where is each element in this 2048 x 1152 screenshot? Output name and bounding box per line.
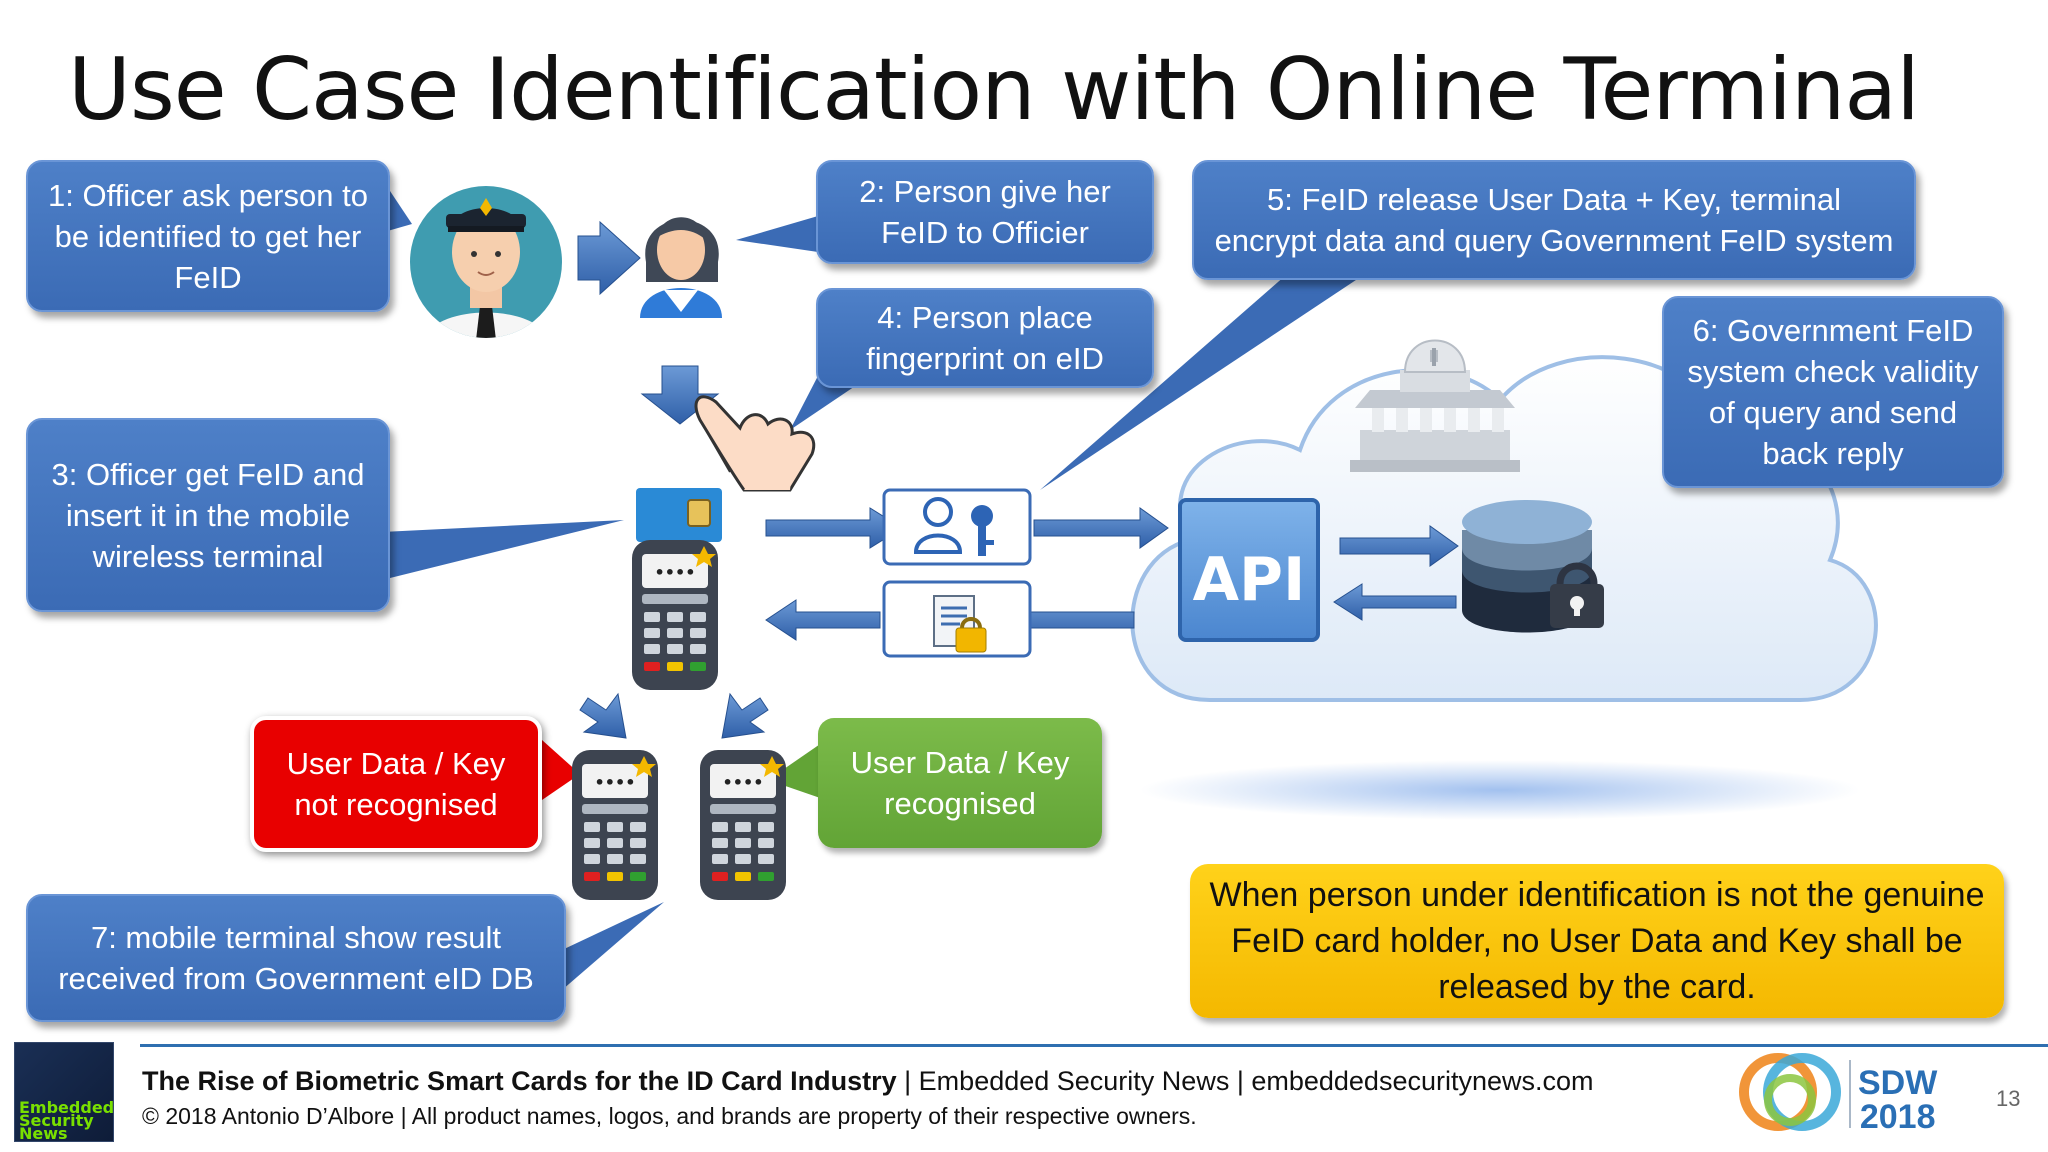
result-fail-callout: User Data / Key not recognised (250, 716, 542, 852)
result-ok-text: User Data / Key recognised (850, 745, 1070, 821)
footer-divider (140, 1044, 2048, 1047)
step4-callout: 4: Person place fingerprint on eID (816, 288, 1154, 388)
officer-icon (410, 186, 562, 338)
arrow-officer-to-person (577, 220, 641, 296)
arrow-to-ok-terminal (721, 692, 769, 739)
step6-text: 6: Government FeID system check validity… (1687, 313, 1979, 471)
tail-fail (542, 740, 580, 800)
arrow-document-to-terminal (765, 599, 881, 641)
tail-step7 (562, 902, 664, 990)
flow-arrows (577, 220, 1459, 739)
sdw-logo-icon (1739, 1053, 1851, 1131)
footer-title-bold: The Rise of Biometric Smart Cards for th… (142, 1066, 897, 1096)
step2-callout: 2: Person give her FeID to Officier (816, 160, 1154, 264)
footer-title: The Rise of Biometric Smart Cards for th… (142, 1066, 1594, 1097)
embedded-security-news-logo: Embedded Security News (14, 1042, 114, 1142)
tail-step1 (384, 182, 412, 232)
api-label: API (1193, 545, 1306, 615)
footer-title-rest: | Embedded Security News | embeddedsecur… (896, 1066, 1594, 1096)
page-number: 13 (1996, 1086, 2021, 1111)
arrow-userkey-to-api (1033, 507, 1169, 549)
step5-text: 5: FeID release User Data + Key, termina… (1214, 182, 1894, 258)
tail-step2 (736, 216, 818, 252)
step3-callout: 3: Officer get FeID and insert it in the… (26, 418, 390, 612)
document-box (882, 580, 1032, 658)
logo-line1: Embedded (19, 1098, 114, 1117)
user-key-icon (913, 497, 994, 556)
result-ok-callout: User Data / Key recognised (818, 718, 1102, 848)
encrypted-document-icon (933, 595, 987, 653)
user-key-box (882, 488, 1032, 566)
sdw-line2: 2018 (1859, 1098, 1936, 1136)
footer-copyright: © 2018 Antonio D’Albore | All product na… (142, 1103, 1197, 1129)
government-building-icon (1350, 339, 1520, 472)
step7-text: 7: mobile terminal show result received … (58, 920, 534, 996)
terminal-main (632, 488, 722, 690)
terminal-fail (572, 750, 658, 900)
person-icon (640, 217, 722, 318)
page-title: Use Case Identification with Online Term… (68, 40, 1920, 140)
step5-callout: 5: FeID release User Data + Key, termina… (1192, 160, 1916, 280)
step1-callout: 1: Officer ask person to be identified t… (26, 160, 390, 312)
database-lock-icon (1462, 500, 1604, 633)
step4-text: 4: Person place fingerprint on eID (866, 300, 1104, 376)
arrow-terminal-to-userkey (765, 507, 903, 549)
terminal-icon (632, 540, 718, 690)
logo-line3: News (19, 1124, 68, 1142)
arrow-api-to-db (1339, 525, 1459, 567)
step2-text: 2: Person give her FeID to Officier (859, 174, 1111, 250)
fingerprint-hand-icon (694, 395, 816, 492)
step6-callout: 6: Government FeID system check validity… (1662, 296, 2004, 488)
arrow-to-fail-terminal (579, 692, 627, 739)
tail-step5 (1040, 268, 1374, 490)
tail-step3 (382, 520, 624, 580)
arrow-db-to-api (1333, 583, 1457, 621)
api-box: API (1178, 498, 1320, 642)
step1-text: 1: Officer ask person to be identified t… (48, 177, 368, 295)
logo-line2: Security (19, 1111, 94, 1130)
result-fail-text: User Data / Key not recognised (286, 746, 506, 822)
terminal-ok (700, 750, 786, 900)
step3-text: 3: Officer get FeID and insert it in the… (51, 456, 365, 574)
step7-callout: 7: mobile terminal show result received … (26, 894, 566, 1022)
sdw-line1: SDW (1858, 1064, 1938, 1102)
note-text: When person under identification is not … (1209, 876, 1985, 1006)
note-callout: When person under identification is not … (1190, 864, 2004, 1018)
